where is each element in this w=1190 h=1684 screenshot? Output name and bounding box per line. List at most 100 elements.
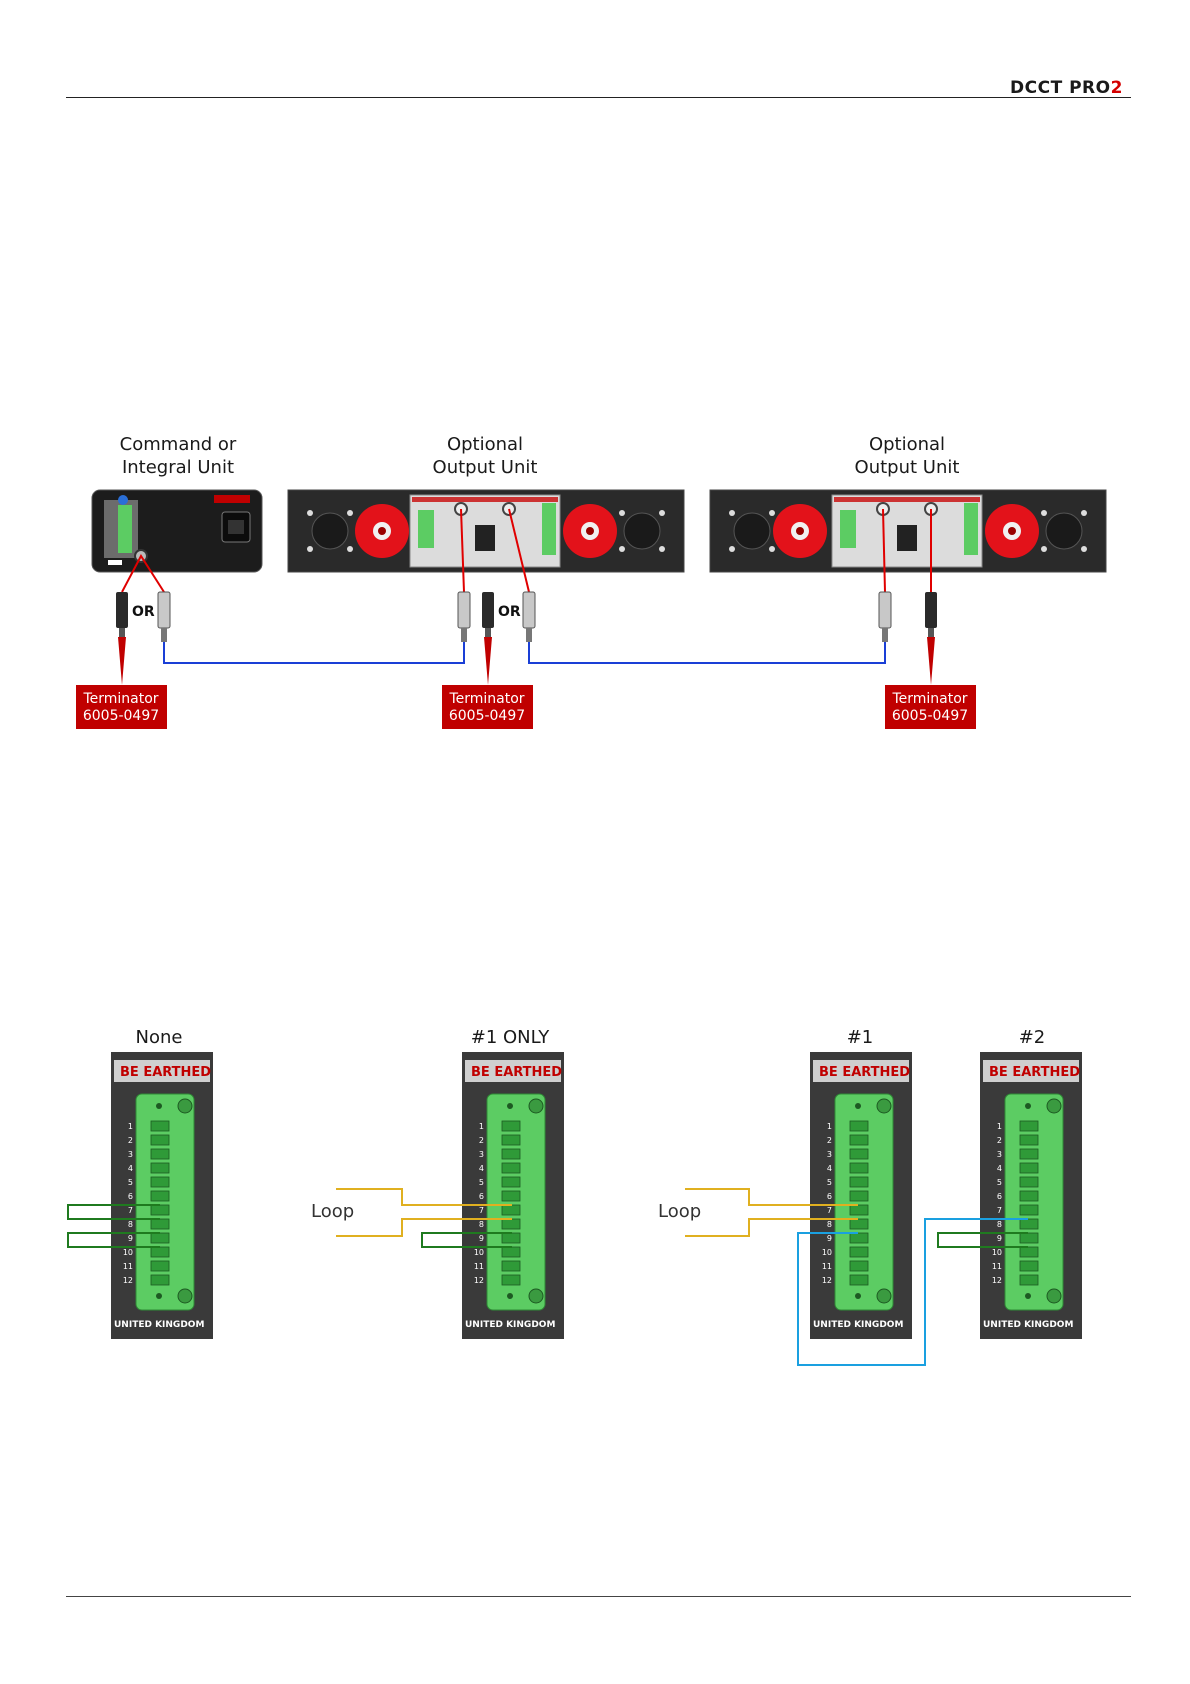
config-title-1-only: #1 ONLY — [471, 1027, 551, 1048]
pin-number: 7 — [128, 1206, 133, 1215]
pin-number: 11 — [822, 1262, 832, 1271]
terminal-pin — [1019, 1148, 1039, 1160]
pin-number: 3 — [997, 1150, 1002, 1159]
or-label-1: OR — [132, 604, 155, 620]
pin-number: 3 — [827, 1150, 832, 1159]
pin-number: 12 — [474, 1276, 484, 1285]
pin-number: 3 — [479, 1150, 484, 1159]
terminal-pin — [849, 1260, 869, 1272]
terminal-pin — [501, 1134, 521, 1146]
terminal-pin — [1019, 1218, 1039, 1230]
terminal-pin — [1019, 1120, 1039, 1132]
unit-title-command-line1: Command or — [120, 434, 237, 455]
panel-footer-text: UNITED KINGDOM — [813, 1320, 903, 1330]
pin-number: 3 — [128, 1150, 133, 1159]
pin-number: 10 — [992, 1248, 1002, 1257]
pin-number: 6 — [128, 1192, 133, 1201]
terminator-plug-3 — [925, 592, 937, 637]
terminator-3-line1: Terminator — [891, 691, 967, 707]
terminal-pin — [1019, 1176, 1039, 1188]
terminal-pin — [501, 1148, 521, 1160]
terminal-pin — [849, 1176, 869, 1188]
terminator-3-line2: 6005-0497 — [892, 708, 968, 724]
pin-number: 1 — [479, 1122, 484, 1131]
pin-number: 4 — [827, 1164, 832, 1173]
output-unit-1 — [287, 489, 685, 573]
pin-number: 7 — [479, 1206, 484, 1215]
terminal-pin — [1019, 1190, 1039, 1202]
unit-title-command-line2: Integral Unit — [122, 457, 234, 478]
pin-number: 9 — [479, 1234, 484, 1243]
terminal-pin — [1019, 1274, 1039, 1286]
terminal-pin — [849, 1218, 869, 1230]
diagram-unit-chain: Command or Integral Unit Optional Output… — [76, 434, 1107, 729]
cable-plug-4 — [878, 591, 892, 642]
terminal-pin — [501, 1190, 521, 1202]
port-pointer-lines — [121, 508, 932, 593]
wiring-1-only — [336, 1188, 512, 1248]
pin-number: 12 — [992, 1276, 1002, 1285]
pin-number: 10 — [474, 1248, 484, 1257]
terminal-pin — [501, 1204, 521, 1216]
pin-number: 10 — [123, 1248, 133, 1257]
pin-number: 4 — [479, 1164, 484, 1173]
pin-number: 2 — [827, 1136, 832, 1145]
terminal-pin — [849, 1162, 869, 1174]
terminal-pin — [849, 1232, 869, 1244]
terminal-pin — [849, 1190, 869, 1202]
output-unit-2 — [709, 489, 1107, 573]
pin-number: 5 — [827, 1178, 832, 1187]
pin-number: 9 — [128, 1234, 133, 1243]
terminal-pin — [150, 1260, 170, 1272]
terminal-pin — [1019, 1204, 1039, 1216]
pin-number: 11 — [123, 1262, 133, 1271]
diagram-interlock-wiring: None #1 ONLY #1 #2 BE EARTHED12345678910… — [67, 1027, 1082, 1366]
pin-number: 5 — [997, 1178, 1002, 1187]
pin-number: 8 — [997, 1220, 1002, 1229]
pin-number: 1 — [997, 1122, 1002, 1131]
pin-number: 12 — [822, 1276, 832, 1285]
terminator-arrows — [118, 637, 935, 685]
loop-label-1: Loop — [311, 1201, 354, 1222]
pin-number: 8 — [128, 1220, 133, 1229]
config-title-2: #2 — [1019, 1027, 1046, 1048]
footer-rule — [66, 1596, 1131, 1597]
terminal-pin — [849, 1120, 869, 1132]
pin-number: 2 — [128, 1136, 133, 1145]
pin-number: 4 — [997, 1164, 1002, 1173]
terminal-pin — [150, 1218, 170, 1230]
terminator-2-line2: 6005-0497 — [449, 708, 525, 724]
unit-title-output1-line2: Output Unit — [433, 457, 538, 478]
terminator-plug-1 — [116, 592, 128, 637]
terminal-pin — [1019, 1260, 1039, 1272]
pin-number: 5 — [128, 1178, 133, 1187]
terminal-pin — [150, 1246, 170, 1258]
unit-title-output2-line1: Optional — [869, 434, 945, 455]
panel-footer-text: UNITED KINGDOM — [114, 1320, 204, 1330]
terminal-pin — [849, 1204, 869, 1216]
pin-number: 8 — [479, 1220, 484, 1229]
cable-plug-1 — [157, 591, 171, 642]
wiring-none — [67, 1204, 160, 1248]
pin-number: 7 — [827, 1206, 832, 1215]
blue-cables — [163, 642, 886, 664]
panel-warning-text: BE EARTHED — [120, 1065, 211, 1080]
terminal-pin — [150, 1232, 170, 1244]
terminal-pin — [150, 1274, 170, 1286]
terminal-pin — [1019, 1246, 1039, 1258]
pin-number: 12 — [123, 1276, 133, 1285]
pin-number: 1 — [827, 1122, 832, 1131]
terminal-pin — [150, 1162, 170, 1174]
pin-number: 10 — [822, 1248, 832, 1257]
terminal-pin — [150, 1204, 170, 1216]
terminal-pin — [150, 1120, 170, 1132]
terminal-pin — [150, 1176, 170, 1188]
pin-number: 6 — [479, 1192, 484, 1201]
config-title-none: None — [136, 1027, 183, 1048]
pin-number: 5 — [479, 1178, 484, 1187]
command-unit — [91, 489, 263, 573]
